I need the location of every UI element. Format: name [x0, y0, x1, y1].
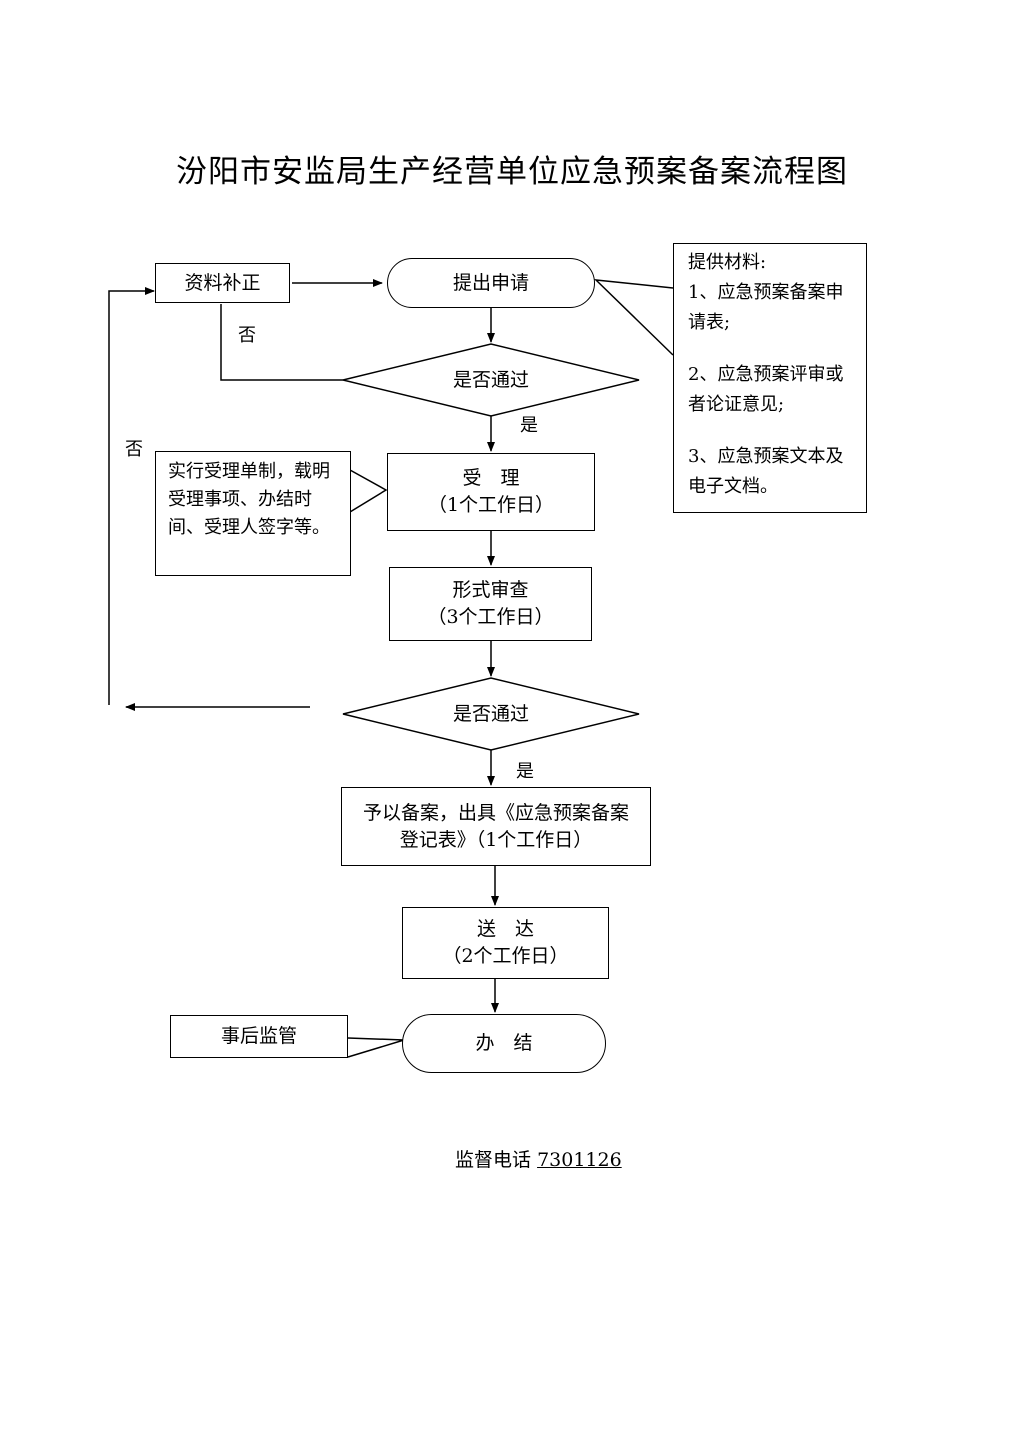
materials-item-3: 3、应急预案文本及电子文档。 [688, 446, 844, 497]
node-review-line2: （3个工作日） [427, 606, 554, 628]
page-title: 汾阳市安监局生产经营单位应急预案备案流程图 [176, 154, 848, 190]
node-accept-line2: （1个工作日） [427, 494, 555, 516]
footer-label: 监督电话 [455, 1149, 532, 1171]
node-record: 予以备案，出具《应急预案备案 登记表》（1个工作日） [341, 787, 651, 866]
materials-title: 提供材料: [688, 252, 767, 273]
node-record-line2: 登记表》（1个工作日） [399, 828, 593, 851]
footer-phone-number: 7301126 [537, 1149, 622, 1171]
decision-2-label: 是否通过 [452, 703, 529, 725]
decision-1-label: 是否通过 [452, 369, 529, 391]
materials-item-2: 2、应急预案评审或者论证意见; [688, 364, 844, 415]
node-review-line1: 形式审查 [452, 579, 529, 601]
node-supervision-label: 事后监管 [220, 1025, 297, 1047]
note-materials: 提供材料: 1、应急预案备案申请表; 2、应急预案评审或者论证意见; 3、应急预… [673, 243, 867, 513]
callout-acceptance-pointer [349, 469, 388, 513]
label-no-1: 否 [238, 325, 256, 346]
label-no-2: 否 [125, 439, 143, 460]
node-finish: 办 结 [402, 1014, 606, 1073]
node-finish-label: 办 结 [475, 1032, 533, 1054]
callout-materials-pointer [593, 279, 674, 356]
label-yes-1: 是 [520, 415, 538, 436]
node-record-line1: 予以备案，出具《应急预案备案 [362, 801, 629, 824]
decision-diamond-2 [342, 677, 640, 751]
line-check1-no [220, 304, 343, 381]
node-deliver-line1: 送 达 [476, 918, 534, 940]
node-accept: 受 理 （1个工作日） [387, 453, 595, 531]
materials-item-1: 1、应急预案备案申请表; [688, 282, 844, 333]
node-review: 形式审查 （3个工作日） [389, 567, 592, 641]
node-apply: 提出申请 [387, 258, 595, 308]
node-apply-label: 提出申请 [452, 271, 529, 294]
line-return-to-supplement [108, 287, 155, 705]
node-supervision: 事后监管 [170, 1015, 348, 1058]
footer-supervision-phone: 监督电话 7301126 [455, 1145, 640, 1172]
decision-diamond-1 [342, 343, 640, 417]
node-accept-line1: 受 理 [462, 467, 520, 489]
node-supplement-label: 资料补正 [184, 271, 261, 294]
label-yes-2: 是 [516, 761, 534, 782]
node-deliver: 送 达 （2个工作日） [402, 907, 609, 979]
note-acceptance: 实行受理单制，载明受理事项、办结时间、受理人签字等。 [155, 451, 351, 576]
callout-supervision-pointer [347, 1037, 405, 1058]
node-supplement: 资料补正 [155, 263, 290, 303]
node-deliver-line2: （2个工作日） [442, 945, 569, 967]
